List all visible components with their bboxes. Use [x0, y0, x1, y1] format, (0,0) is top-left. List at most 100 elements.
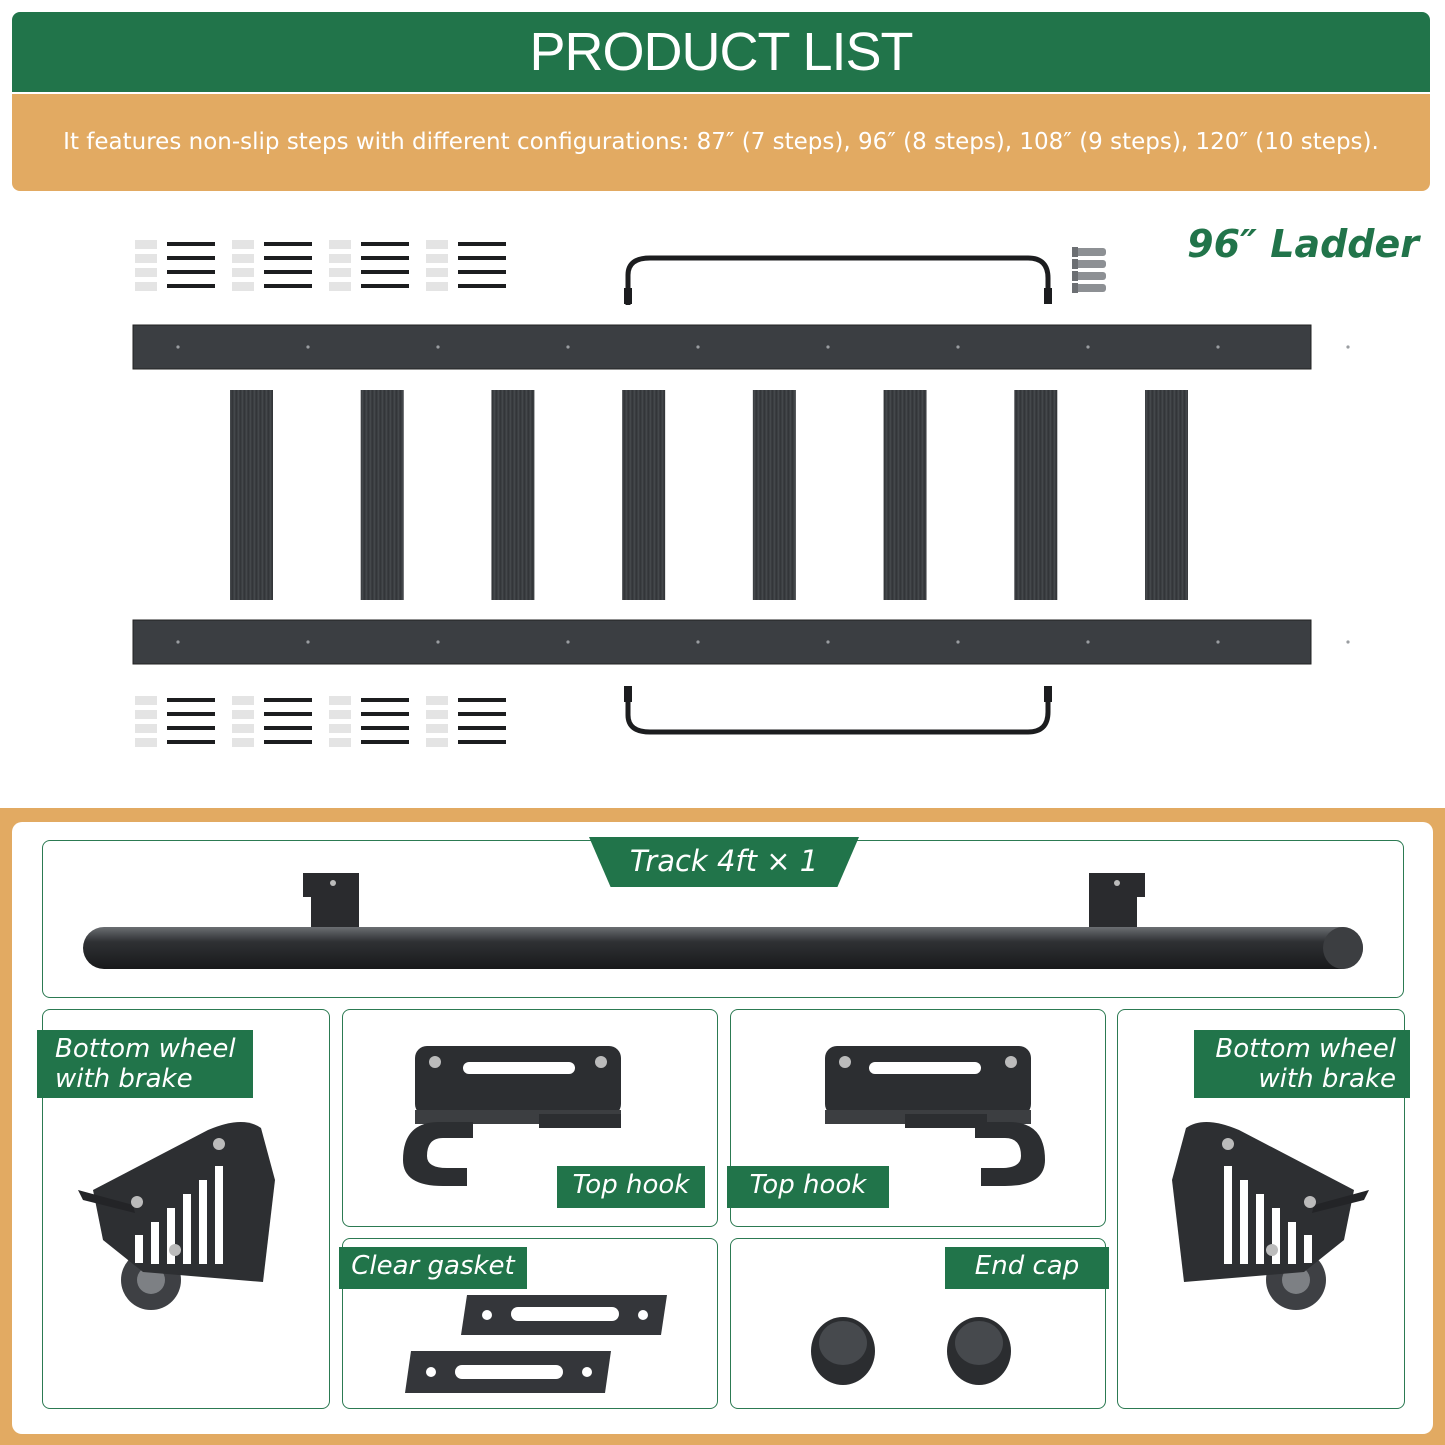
ladder-step	[491, 390, 535, 600]
bottom-wheel-right-image	[1172, 1121, 1369, 1310]
ladder-step	[622, 390, 666, 600]
wall-anchor	[329, 738, 351, 747]
track-panel: Track 4ft × 1	[42, 837, 1404, 998]
rail-hole	[1216, 640, 1220, 644]
screw	[264, 242, 312, 246]
screw	[167, 698, 215, 702]
top-hook-left-panel: Top hook	[342, 1009, 718, 1227]
rail-hole	[1346, 345, 1350, 349]
screw	[264, 712, 312, 716]
end-cap-image	[811, 1317, 1011, 1385]
side-rail-top	[132, 324, 1312, 370]
rail-hole	[1346, 640, 1350, 644]
screw	[458, 740, 506, 744]
top-hook-left-image	[403, 1046, 621, 1186]
wall-anchor	[426, 696, 448, 705]
ladder-step	[1014, 390, 1058, 600]
screw	[167, 270, 215, 274]
rail-hole	[436, 640, 440, 644]
bottom-wheel-left-panel: Bottom wheel with brake	[37, 1009, 330, 1409]
wall-anchor	[426, 724, 448, 733]
screw	[458, 712, 506, 716]
rail-hole	[436, 345, 440, 349]
screw	[167, 256, 215, 260]
wall-anchor	[426, 240, 448, 249]
rail-hole	[306, 640, 310, 644]
wall-anchor	[232, 710, 254, 719]
screw	[361, 242, 409, 246]
rail-hole	[826, 345, 830, 349]
rail-hole	[306, 345, 310, 349]
wall-anchor	[232, 696, 254, 705]
end-cap-panel: End cap	[730, 1238, 1109, 1409]
end-cap-tag: End cap	[945, 1247, 1109, 1289]
screw	[458, 256, 506, 260]
page-title: PRODUCT LIST	[529, 22, 913, 82]
screw	[264, 726, 312, 730]
screw	[167, 284, 215, 288]
ladder-size-label: 96″ Ladder	[1187, 222, 1419, 266]
handrail-bottom	[625, 688, 1051, 735]
wall-anchor	[329, 240, 351, 249]
clear-gasket-label: Clear gasket	[351, 1251, 515, 1281]
wall-anchor	[232, 268, 254, 277]
screw-set-top	[135, 240, 506, 291]
screw	[264, 270, 312, 274]
wall-anchor	[232, 240, 254, 249]
rail-hole	[176, 640, 180, 644]
wall-anchor	[135, 738, 157, 747]
page-subtitle: It features non-slip steps with differen…	[63, 129, 1379, 155]
bottom-wheel-left-label-line1: Bottom wheel	[55, 1034, 236, 1064]
subtitle-band	[12, 94, 1430, 191]
wall-anchor	[232, 282, 254, 291]
screw	[458, 726, 506, 730]
ladder-step	[883, 390, 927, 600]
top-hook-left-label: Top hook	[572, 1170, 690, 1200]
ladder-step	[752, 390, 796, 600]
screw	[361, 698, 409, 702]
ladder-parts-illustration	[132, 240, 1350, 747]
side-rail-bottom	[132, 619, 1312, 665]
wall-anchor	[135, 268, 157, 277]
screw	[458, 242, 506, 246]
bolt-set	[1072, 247, 1106, 293]
wall-anchor	[426, 710, 448, 719]
ladder-steps	[176, 345, 1350, 644]
bottom-wheel-right-label-line1: Bottom wheel	[1215, 1034, 1396, 1064]
ladder-step	[360, 390, 404, 600]
screw	[361, 712, 409, 716]
rail-hole	[826, 640, 830, 644]
wall-anchor	[135, 254, 157, 263]
wall-anchor	[232, 724, 254, 733]
screw	[167, 712, 215, 716]
screw	[167, 242, 215, 246]
top-hook-left-tag: Top hook	[557, 1166, 705, 1208]
rail-hole	[696, 345, 700, 349]
wall-anchor	[329, 254, 351, 263]
wall-anchor	[426, 282, 448, 291]
rail-hole	[566, 345, 570, 349]
screw	[167, 740, 215, 744]
clear-gasket-tag: Clear gasket	[339, 1247, 527, 1289]
screw	[458, 270, 506, 274]
rail-hole	[176, 345, 180, 349]
screw	[361, 740, 409, 744]
rail-hole	[566, 640, 570, 644]
wall-anchor	[329, 696, 351, 705]
bottom-wheel-right-tag: Bottom wheel with brake	[1194, 1030, 1410, 1098]
wall-anchor	[232, 254, 254, 263]
rail-hole	[1086, 345, 1090, 349]
track-tag: Track 4ft × 1	[589, 837, 859, 887]
ladder-step	[230, 390, 273, 600]
bottom-wheel-left-label-line2: with brake	[55, 1064, 193, 1094]
screw	[361, 284, 409, 288]
wall-anchor	[329, 710, 351, 719]
wall-anchor	[329, 282, 351, 291]
wall-anchor	[232, 738, 254, 747]
handrail-top	[625, 255, 1051, 305]
screw	[458, 698, 506, 702]
bottom-wheel-right-label-line2: with brake	[1258, 1064, 1396, 1094]
wall-anchor	[426, 738, 448, 747]
screw	[264, 256, 312, 260]
rail-hole	[956, 345, 960, 349]
